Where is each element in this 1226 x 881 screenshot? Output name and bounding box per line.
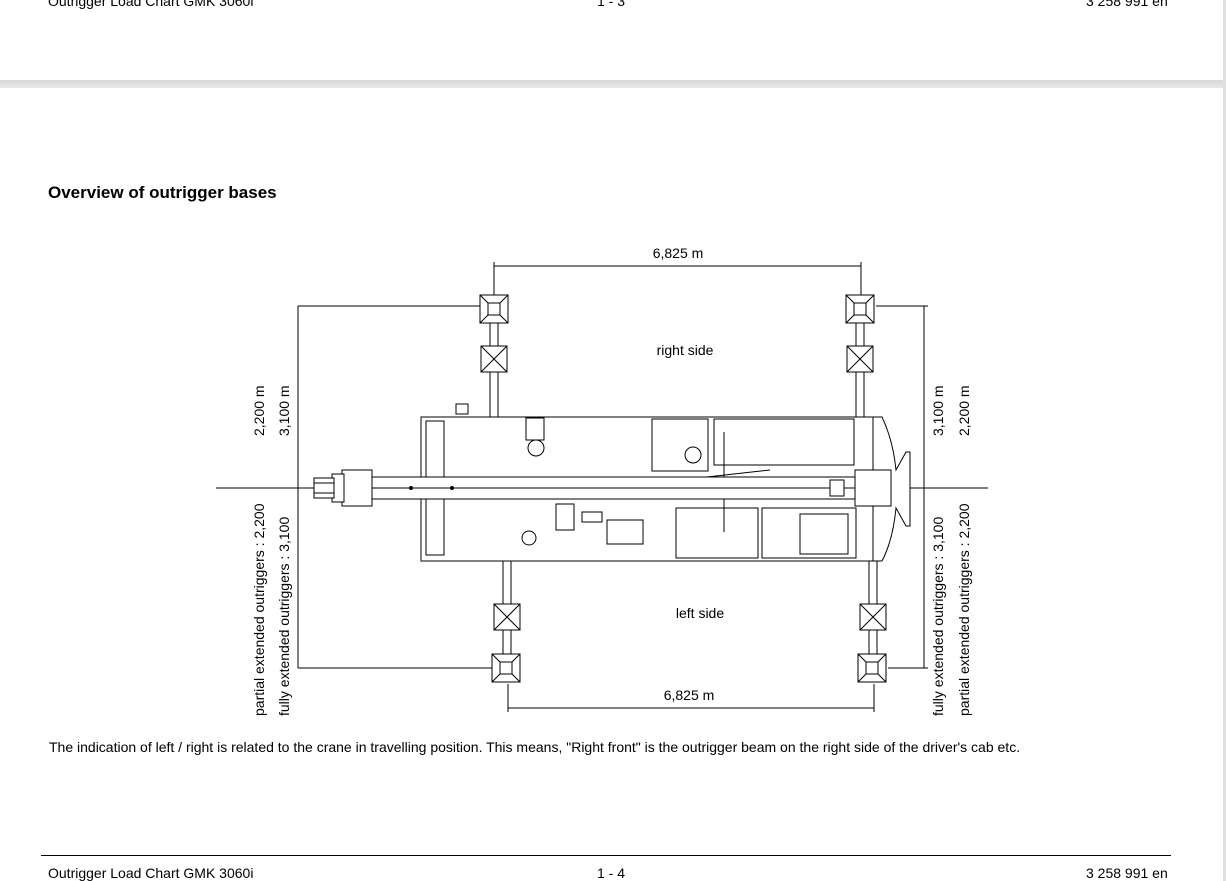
crane-chassis bbox=[420, 403, 911, 562]
left-side-label: left side bbox=[676, 605, 724, 621]
crane-boom bbox=[313, 469, 892, 507]
bottom-width-dimension: 6,825 m bbox=[507, 684, 875, 712]
orientation-note: The indication of left / right is relate… bbox=[49, 739, 1021, 755]
footer-docid: 3 258 991 en bbox=[1086, 865, 1168, 881]
right-partial-outrigger-label: partial extended outriggers : 2,200 bbox=[956, 503, 972, 716]
scrollbar-track[interactable] bbox=[1223, 0, 1226, 881]
left-height-dimension bbox=[297, 305, 492, 669]
left-full-dim-label: 3,100 m bbox=[276, 385, 292, 436]
footer-rule bbox=[41, 855, 1171, 856]
left-full-outrigger-label: fully extended outriggers : 3,100 bbox=[276, 517, 292, 716]
right-height-dimension bbox=[876, 305, 928, 669]
outrigger-beam-left-front bbox=[857, 559, 887, 683]
previous-page: Outrigger Load Chart GMK 3060i 1 - 3 3 2… bbox=[0, 0, 1226, 80]
bottom-width-label: 6,825 m bbox=[664, 687, 715, 703]
page-gap bbox=[0, 80, 1226, 88]
right-full-outrigger-label: fully extended outriggers : 3,100 bbox=[930, 517, 946, 716]
left-partial-outrigger-label: partial extended outriggers : 2,200 bbox=[251, 503, 267, 716]
right-side-label: right side bbox=[657, 342, 714, 358]
top-width-label: 6,825 m bbox=[653, 245, 704, 261]
right-partial-dim-label: 2,200 m bbox=[956, 385, 972, 436]
footer-title: Outrigger Load Chart GMK 3060i bbox=[48, 865, 254, 881]
top-width-dimension: 6,825 m bbox=[493, 245, 862, 296]
prev-page-header-number: 1 - 3 bbox=[597, 0, 626, 9]
footer-page-number: 1 - 4 bbox=[597, 865, 626, 881]
outrigger-beam-left-rear bbox=[491, 559, 521, 683]
right-full-dim-label: 3,100 m bbox=[930, 385, 946, 436]
left-partial-dim-label: 2,200 m bbox=[251, 385, 267, 436]
outrigger-beam-right-rear bbox=[479, 294, 509, 419]
outrigger-beam-right-front bbox=[845, 294, 875, 419]
page-title: Overview of outrigger bases bbox=[48, 183, 277, 202]
prev-page-header-docid: 3 258 991 en bbox=[1086, 0, 1168, 9]
prev-page-header-title: Outrigger Load Chart GMK 3060i bbox=[48, 0, 254, 9]
